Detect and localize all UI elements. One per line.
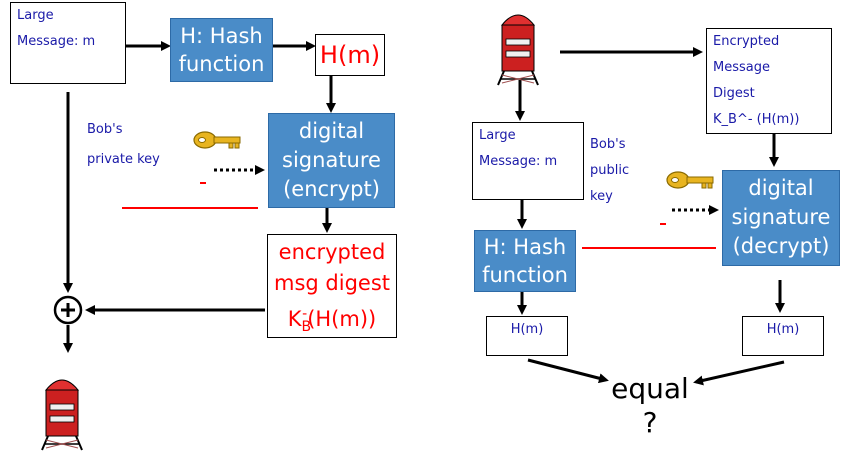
hm-right-right-text: H(m): [766, 322, 800, 337]
mailbox-icon-top-right: [497, 14, 539, 86]
digital-signature-decrypt-box: digital signature (decrypt): [722, 170, 840, 266]
enc-k-sub: B: [301, 319, 312, 336]
encdig-line2: Message: [713, 60, 770, 75]
large-message-box: Large Message: m: [10, 2, 126, 84]
public-key-line3: key: [590, 189, 613, 204]
encdig-line3: Digest: [713, 86, 755, 101]
private-key-icon: [193, 131, 241, 149]
mailbox-icon-bottom-left: [41, 379, 83, 451]
enc-line1: encrypted: [278, 240, 386, 264]
hm-box-right-left: H(m): [486, 316, 568, 356]
encdig-line1: Encrypted: [713, 34, 780, 49]
hash-right-line2: function: [482, 263, 568, 287]
large-message-line2: Message: m: [17, 34, 96, 49]
private-key-label: Bob's private key: [87, 117, 160, 173]
public-key-line1: Bob's: [590, 137, 626, 152]
private-key-line1: Bob's: [87, 122, 123, 137]
encrypted-message-digest-box: Encrypted Message Digest K_B^- (H(m)): [706, 28, 832, 134]
sig-line3: (encrypt): [283, 177, 380, 201]
equal-line2: ?: [642, 406, 658, 439]
large-message-right-line2: Message: m: [479, 154, 558, 169]
hm-box: H(m): [315, 34, 385, 76]
public-key-label: Bob's public key: [590, 132, 629, 210]
sig-dec-line2: signature: [731, 205, 831, 229]
large-message-box-right: Large Message: m: [472, 122, 584, 200]
public-key-line2: public: [590, 163, 630, 178]
encdig-line4: K_B^- (H(m)): [713, 112, 800, 127]
sig-line1: digital: [298, 119, 365, 143]
enc-line2: msg digest: [274, 271, 390, 295]
hash-box-line1: H: Hash: [180, 24, 263, 48]
hm-box-right-right: H(m): [742, 316, 824, 356]
arrow-hm-right-to-equal: [693, 360, 785, 386]
equal-line1: equal: [611, 372, 689, 405]
large-message-right-line1: Large: [479, 128, 516, 143]
sig-dec-line1: digital: [748, 176, 814, 200]
public-key-icon: [666, 171, 714, 189]
enc-k: K: [287, 307, 302, 331]
private-key-line2: private key: [87, 152, 160, 167]
digital-signature-encrypt-box: digital signature (encrypt): [268, 113, 395, 208]
enc-line3: KB-(H(m)): [268, 299, 396, 343]
arrow-hm-left-to-equal: [527, 358, 609, 384]
large-message-line1: Large: [17, 8, 54, 23]
encrypted-msg-digest-box: encrypted msg digest KB-(H(m)): [267, 234, 397, 338]
hash-function-box-right: H: Hash function: [474, 230, 576, 292]
hm-right-left-text: H(m): [510, 322, 544, 337]
enc-rest: (H(m)): [307, 307, 377, 331]
hash-right-line1: H: Hash: [483, 235, 567, 259]
enc-k-sup: -: [302, 306, 308, 322]
sig-dec-line3: (decrypt): [732, 234, 830, 258]
hm-text: H(m): [319, 41, 381, 69]
equal-label: equal ?: [600, 372, 700, 440]
sig-line2: signature: [282, 148, 381, 172]
hash-function-box: H: Hash function: [170, 18, 273, 82]
hash-box-line2: function: [178, 52, 265, 76]
